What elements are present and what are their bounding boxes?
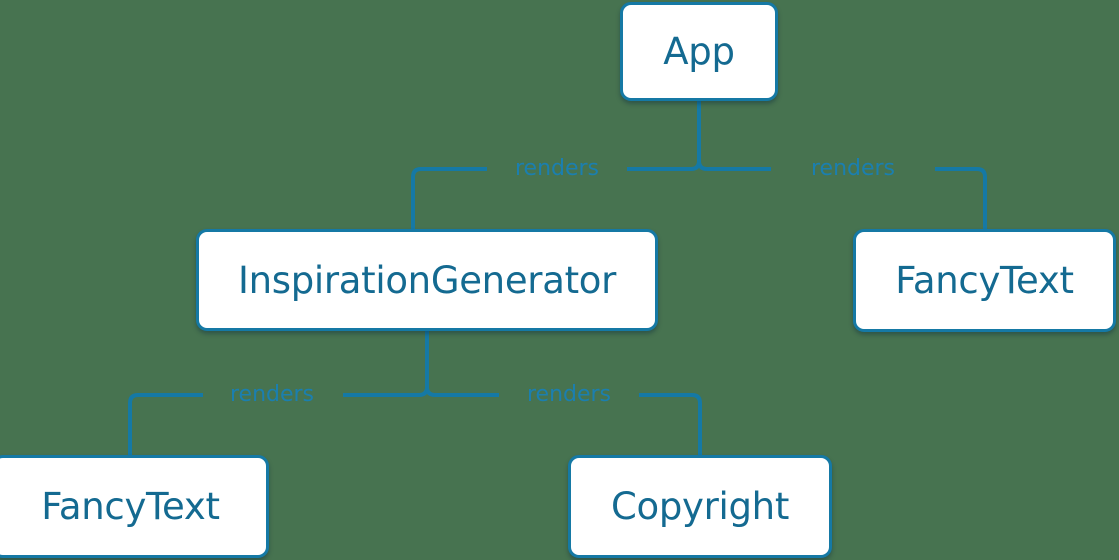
- edge-app-to-inspgen-seg2: [411, 167, 487, 229]
- node-fancy-text-right-label: FancyText: [895, 259, 1074, 302]
- edge-label-inspiration-generator-to-copyright: renders: [526, 382, 612, 407]
- node-app[interactable]: App: [620, 2, 778, 101]
- edge-label-app-to-inspiration-generator: renders: [514, 156, 600, 181]
- node-app-label: App: [663, 30, 735, 73]
- edge-app-stem-right: [697, 160, 708, 171]
- edge-label-inspiration-generator-to-fancy-text: renders: [229, 382, 315, 407]
- node-copyright[interactable]: Copyright: [568, 455, 832, 558]
- edge-label-app-to-fancy-text: renders: [810, 156, 896, 181]
- edge-inspgen-to-copyright-seg2: [639, 393, 702, 455]
- node-fancy-text-left[interactable]: FancyText: [0, 455, 269, 558]
- node-copyright-label: Copyright: [610, 485, 790, 528]
- edge-inspgen-to-fancyleft-seg2: [128, 393, 203, 455]
- edge-inspgen-stem: [418, 331, 429, 397]
- node-inspiration-generator[interactable]: InspirationGenerator: [196, 229, 658, 331]
- node-inspiration-generator-label: InspirationGenerator: [237, 258, 617, 302]
- edge-inspgen-stem-right: [425, 386, 436, 397]
- edge-app-stem: [690, 101, 701, 171]
- node-fancy-text-right[interactable]: FancyText: [853, 229, 1116, 332]
- node-fancy-text-left-label: FancyText: [41, 485, 220, 528]
- edge-app-to-fancyright-seg2: [935, 167, 987, 229]
